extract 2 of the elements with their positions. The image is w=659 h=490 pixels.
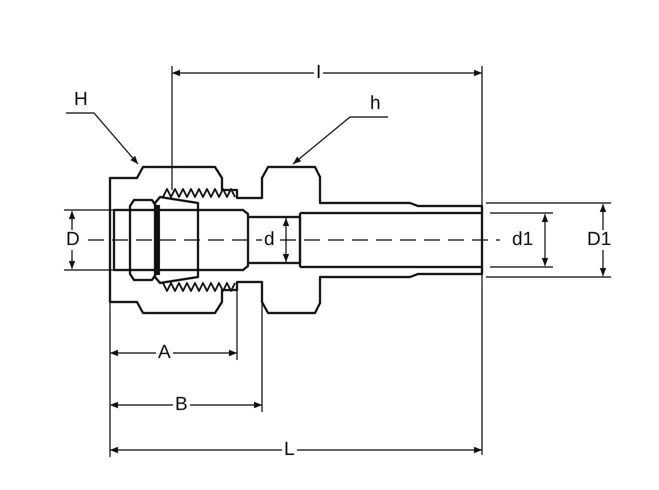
leader-line [292, 116, 388, 164]
leader-line [66, 112, 138, 164]
